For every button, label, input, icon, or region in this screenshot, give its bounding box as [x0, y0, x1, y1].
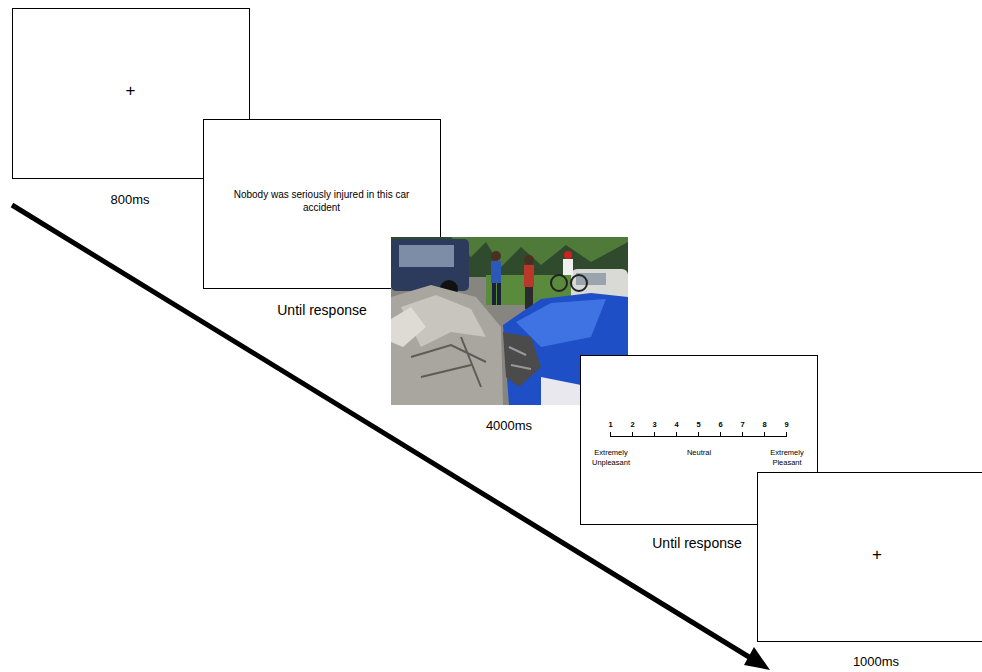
duration-label: 1000ms: [853, 654, 899, 669]
fixation-cross: +: [126, 80, 136, 101]
scale-anchor-label: Extremely Unpleasant: [586, 448, 636, 468]
duration-label: Until response: [277, 302, 367, 318]
rating-scale-line: [610, 432, 787, 437]
scale-number: 3: [652, 420, 656, 429]
scale-number: 4: [674, 420, 678, 429]
arrow-head: [744, 647, 770, 670]
fixation-cross: +: [872, 544, 882, 565]
scale-anchor-label: Neutral: [674, 448, 724, 458]
screen: +: [757, 472, 982, 641]
duration-label: 4000ms: [486, 418, 532, 433]
duration-label: 800ms: [110, 192, 149, 207]
scale-number: 5: [696, 420, 700, 429]
screen: Nobody was seriously injured in this car…: [203, 119, 440, 288]
duration-label: Until response: [652, 535, 742, 551]
scale-number: 2: [630, 420, 634, 429]
screen: 1 2 3 4 5 6 7 8 9Extremely Unpleasant Neutral Extr…: [580, 355, 817, 524]
scale-number: 8: [762, 420, 766, 429]
scale-number: 1: [608, 420, 612, 429]
scale-number: 7: [740, 420, 744, 429]
screen: +: [12, 8, 249, 178]
screen-frame: [758, 473, 982, 642]
scale-number: 6: [718, 420, 722, 429]
scale-number: 9: [784, 420, 788, 429]
scale-anchor-label: Extremely Pleasant: [762, 448, 812, 468]
sentence-text: Nobody was seriously injured in this car…: [229, 189, 415, 214]
